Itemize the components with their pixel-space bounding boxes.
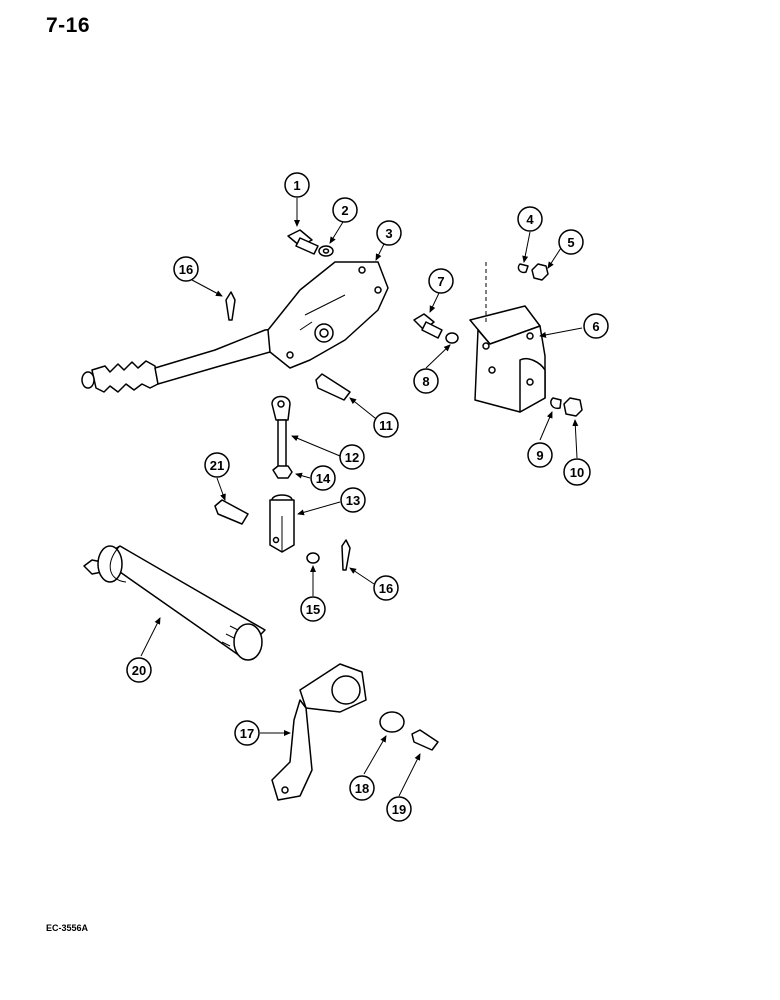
cross-shaft-20-part xyxy=(83,545,266,661)
svg-text:3: 3 xyxy=(385,226,392,241)
leader-lines xyxy=(140,198,583,797)
callouts: 1 2 3 4 5 6 7 8 9 10 11 12 13 14 15 16 1… xyxy=(126,172,609,822)
cotter-pin-upper-part xyxy=(225,291,236,321)
svg-text:21: 21 xyxy=(210,458,224,473)
svg-text:19: 19 xyxy=(392,802,406,817)
svg-text:2: 2 xyxy=(341,203,348,218)
callout-12: 12 xyxy=(339,444,365,470)
svg-text:6: 6 xyxy=(592,319,599,334)
callout-19: 19 xyxy=(386,796,412,822)
svg-text:5: 5 xyxy=(567,235,574,250)
callout-2: 2 xyxy=(332,197,358,223)
pin-11-part xyxy=(315,373,351,401)
bolt-1-part xyxy=(287,229,319,255)
bracket-6-part xyxy=(469,262,546,413)
washer-18-part xyxy=(379,711,405,733)
svg-text:12: 12 xyxy=(345,450,359,465)
callout-17: 17 xyxy=(234,720,260,746)
svg-text:11: 11 xyxy=(379,418,393,433)
callout-13: 13 xyxy=(340,487,366,513)
svg-text:16: 16 xyxy=(179,262,193,277)
svg-text:13: 13 xyxy=(346,493,360,508)
svg-text:14: 14 xyxy=(316,471,331,486)
callout-4: 4 xyxy=(517,206,543,232)
bolt-19-part xyxy=(411,729,439,751)
svg-text:9: 9 xyxy=(536,448,543,463)
washer-2-hole xyxy=(322,248,330,254)
page-number: 7-16 xyxy=(46,14,91,37)
hand-lever-part xyxy=(81,261,389,393)
svg-text:20: 20 xyxy=(132,663,146,678)
nut-10-part xyxy=(563,397,583,417)
lock-washer-9-part xyxy=(550,397,562,410)
cotter-pin-lower-part xyxy=(341,539,351,571)
svg-text:1: 1 xyxy=(293,178,300,193)
svg-text:10: 10 xyxy=(570,465,584,480)
callout-3: 3 xyxy=(376,220,402,246)
callout-9: 9 xyxy=(527,442,553,468)
figure-code: EC-3556A xyxy=(46,923,89,933)
svg-text:15: 15 xyxy=(306,602,320,617)
callout-10: 10 xyxy=(563,458,591,486)
callout-6: 6 xyxy=(583,313,609,339)
callout-7: 7 xyxy=(428,268,454,294)
callout-20: 20 xyxy=(126,657,152,683)
callout-16-upper: 16 xyxy=(173,256,199,282)
nut-14-part xyxy=(272,465,293,479)
washer-15-part xyxy=(306,552,320,564)
clevis-13-part xyxy=(269,494,295,553)
bolt-21-part xyxy=(214,499,249,525)
callout-16-lower: 16 xyxy=(373,575,399,601)
callout-15: 15 xyxy=(300,596,326,622)
bolt-7-part xyxy=(413,313,443,339)
washer-8-part xyxy=(445,332,459,344)
rod-end-12-part xyxy=(271,395,291,469)
svg-text:4: 4 xyxy=(526,212,534,227)
callout-8: 8 xyxy=(413,368,439,394)
callout-21: 21 xyxy=(204,452,230,478)
svg-text:18: 18 xyxy=(355,781,369,796)
callout-14: 14 xyxy=(310,465,336,491)
callout-18: 18 xyxy=(349,775,375,801)
arm-17-part xyxy=(271,663,367,801)
svg-text:8: 8 xyxy=(422,374,429,389)
callout-11: 11 xyxy=(373,412,399,438)
svg-text:16: 16 xyxy=(379,581,393,596)
nut-5-part xyxy=(531,263,549,281)
callout-5: 5 xyxy=(558,229,584,255)
svg-text:17: 17 xyxy=(240,726,254,741)
svg-text:7: 7 xyxy=(437,274,444,289)
lock-washer-4-part xyxy=(517,263,529,274)
callout-1: 1 xyxy=(284,172,310,198)
